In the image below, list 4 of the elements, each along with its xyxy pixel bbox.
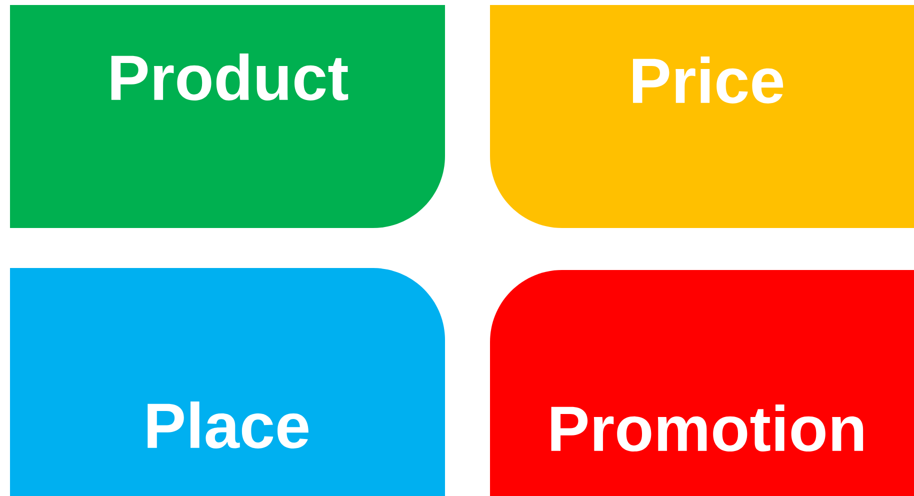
category-box: Place (10, 268, 445, 496)
category-box: Promotion (490, 270, 914, 496)
category-box: Product (10, 5, 445, 228)
category-box: Price (490, 5, 914, 228)
